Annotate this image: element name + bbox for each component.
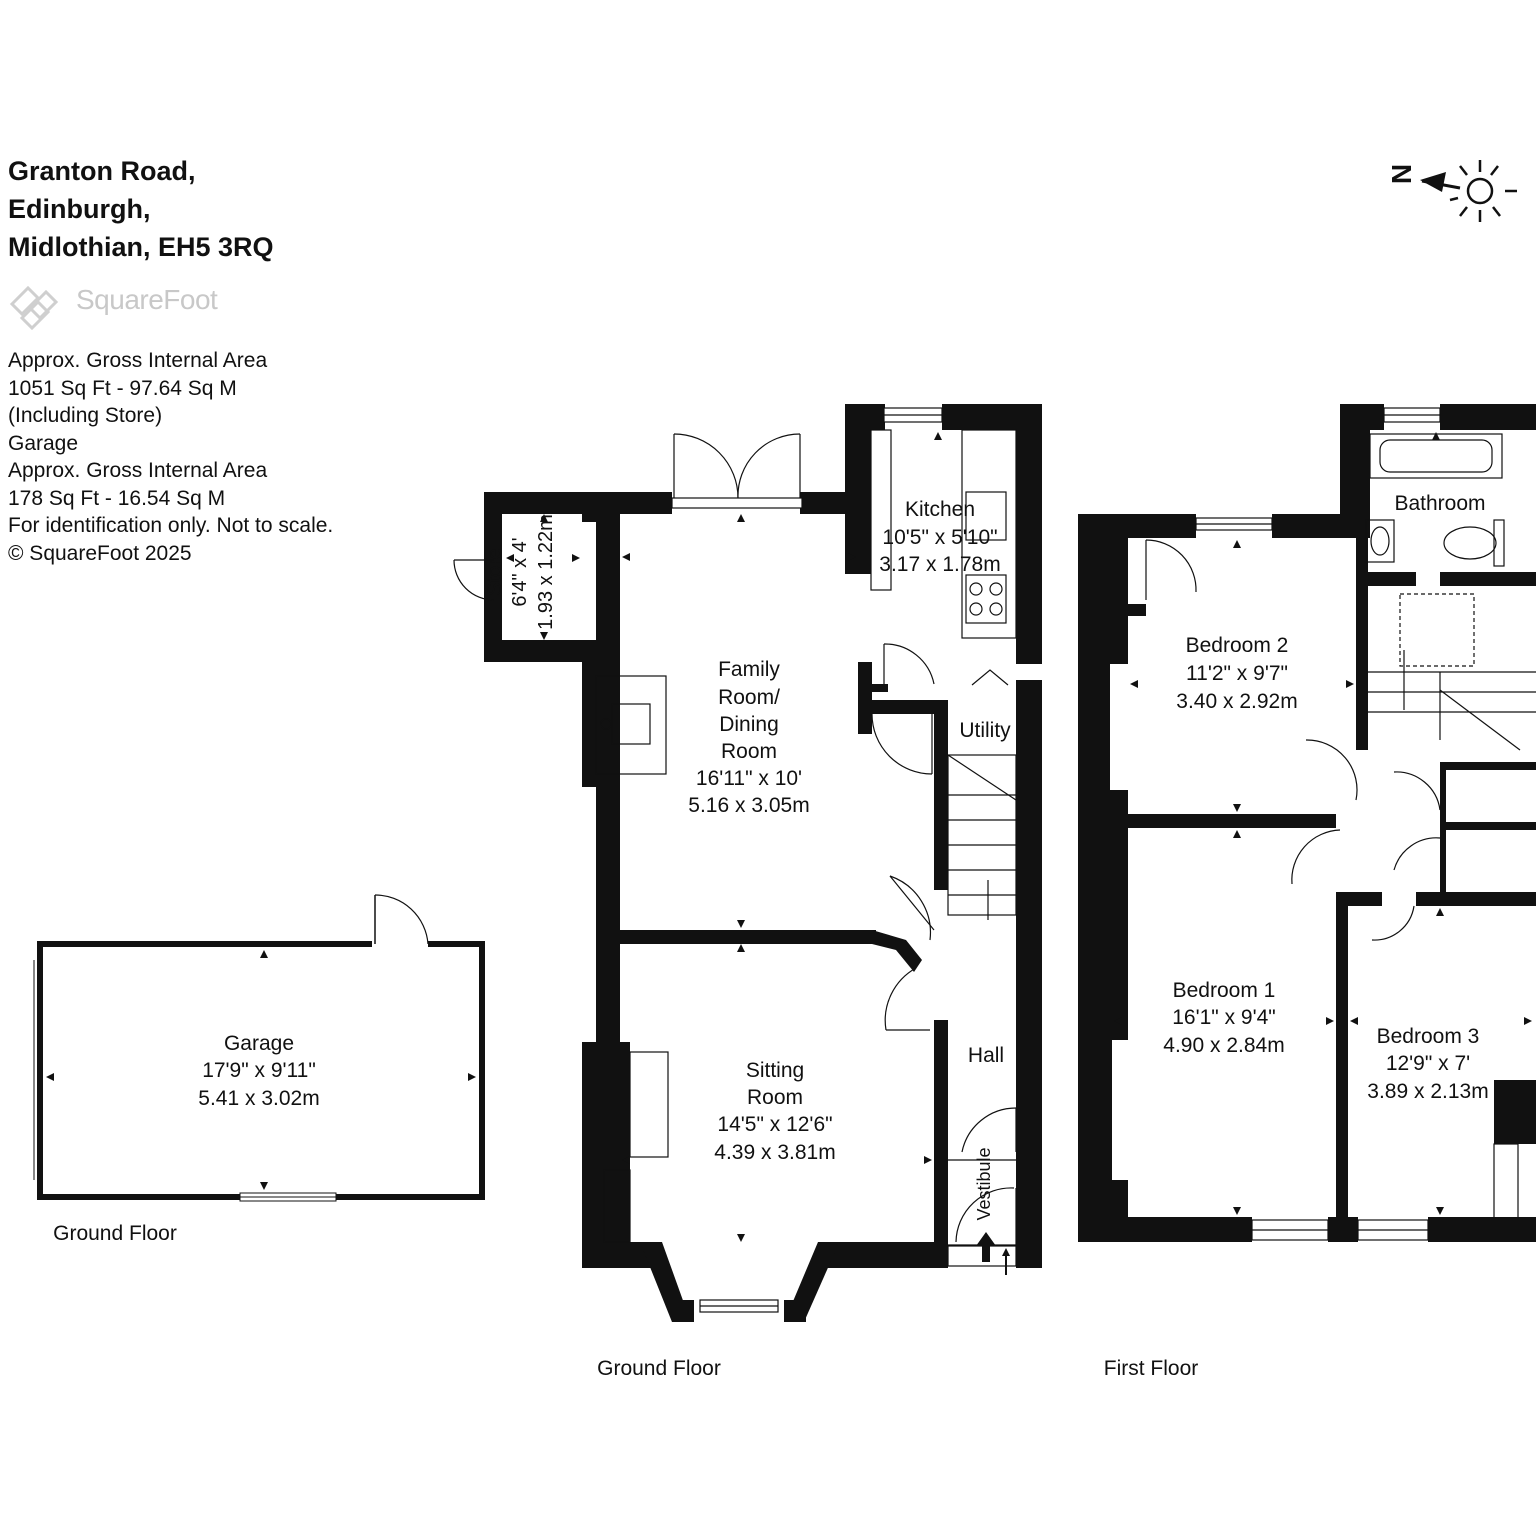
ground-floor-label: Ground Floor xyxy=(597,1357,721,1380)
bedroom3-name: Bedroom 3 xyxy=(1377,1025,1480,1048)
store-imperial: 6'4" x 4' xyxy=(509,537,531,606)
address-line-1: Granton Road, xyxy=(8,156,196,186)
north-arrow-icon xyxy=(1420,160,1517,222)
area-notes: Approx. Gross Internal Area 1051 Sq Ft -… xyxy=(8,347,333,567)
vestibule-name: Vestibule xyxy=(974,1147,994,1220)
garage-floor-label: Ground Floor xyxy=(53,1222,177,1245)
store-name: Store xyxy=(484,548,506,596)
address-line-2: Edinburgh, xyxy=(8,194,151,224)
note-line: (Including Store) xyxy=(8,404,163,427)
entrance-arrow-icon xyxy=(976,1232,1010,1275)
bedroom3-metric: 3.89 x 2.13m xyxy=(1367,1080,1488,1103)
ground-dimension-ticks xyxy=(506,432,942,1242)
note-line: Garage xyxy=(8,431,79,455)
garage-imperial: 17'9" x 9'11" xyxy=(202,1059,316,1082)
note-line: 178 Sq Ft - 16.54 Sq M xyxy=(8,486,226,510)
bedroom1-name: Bedroom 1 xyxy=(1173,979,1276,1002)
ground-floor-fixtures xyxy=(453,407,1017,1313)
bedroom1-imperial: 16'1" x 9'4" xyxy=(1172,1006,1276,1029)
family-name-4: Room xyxy=(721,740,777,763)
note-line: © SquareFoot 2025 xyxy=(8,541,192,565)
squarefoot-logo-icon xyxy=(9,285,59,331)
brand-logo: SquareFoot xyxy=(8,278,268,338)
family-metric: 5.16 x 3.05m xyxy=(688,794,809,817)
garage-metric: 5.41 x 3.02m xyxy=(198,1087,319,1110)
bedroom2-name: Bedroom 2 xyxy=(1186,634,1289,657)
bathroom-name: Bathroom xyxy=(1394,492,1485,515)
hall-name: Hall xyxy=(968,1044,1004,1067)
note-line: 1051 Sq Ft - 97.64 Sq M xyxy=(8,376,237,400)
brand-name: SquareFoot xyxy=(76,284,218,315)
note-line: Approx. Gross Internal Area xyxy=(8,349,268,372)
family-name-1: Family xyxy=(718,658,780,681)
bedroom2-metric: 3.40 x 2.92m xyxy=(1176,690,1297,713)
first-dimension-ticks xyxy=(1114,432,1532,1215)
note-line: Approx. Gross Internal Area xyxy=(8,459,268,482)
compass: N xyxy=(1386,160,1517,222)
kitchen-metric: 3.17 x 1.78m xyxy=(879,553,1000,576)
family-name-3: Dining xyxy=(719,713,779,736)
store-metric: 1.93 x 1.22m xyxy=(535,514,557,630)
garage-plan xyxy=(33,894,485,1202)
kitchen-imperial: 10'5" x 5'10" xyxy=(882,526,997,549)
kitchen-name: Kitchen xyxy=(905,498,975,521)
sitting-name-1: Sitting xyxy=(746,1059,804,1082)
sitting-name-2: Room xyxy=(747,1086,803,1109)
sitting-imperial: 14'5" x 12'6" xyxy=(717,1113,832,1136)
garage-name: Garage xyxy=(224,1032,294,1055)
ground-floor-plan xyxy=(484,404,1042,1322)
address-line-3: Midlothian, EH5 3RQ xyxy=(8,232,274,262)
north-label: N xyxy=(1386,164,1417,184)
bedroom3-imperial: 12'9" x 7' xyxy=(1386,1052,1470,1075)
family-imperial: 16'11" x 10' xyxy=(696,767,802,790)
family-name-2: Room/ xyxy=(718,686,780,709)
bedroom1-metric: 4.90 x 2.84m xyxy=(1163,1034,1284,1057)
first-floor-plan xyxy=(1078,404,1536,1242)
bedroom2-imperial: 11'2" x 9'7" xyxy=(1186,662,1288,685)
first-floor-label: First Floor xyxy=(1104,1357,1199,1380)
property-address: Granton Road, Edinburgh, Midlothian, EH5… xyxy=(8,152,274,266)
sitting-metric: 4.39 x 3.81m xyxy=(714,1141,835,1164)
note-line: For identification only. Not to scale. xyxy=(8,514,334,537)
utility-name: Utility xyxy=(959,719,1011,742)
